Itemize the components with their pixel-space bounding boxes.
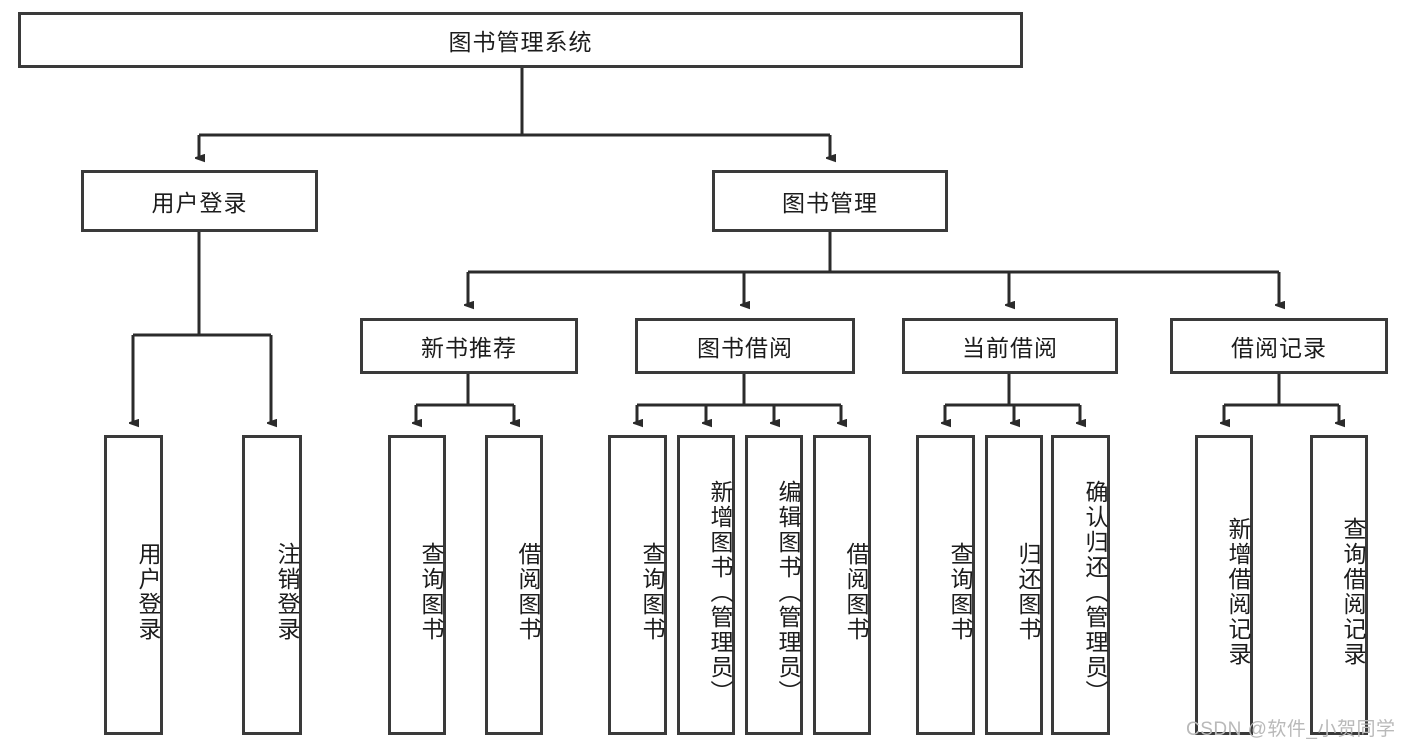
leaf-current-return-book[interactable]: 归还图书 <box>985 435 1043 735</box>
node-label: 注销登录 <box>274 542 300 642</box>
node-label: 新书推荐 <box>421 335 517 361</box>
leaf-recommend-borrow-book[interactable]: 借阅图书 <box>485 435 543 735</box>
node-label: 确认归还（管理员） <box>1082 479 1108 705</box>
node-label: 查询借阅记录 <box>1340 517 1366 667</box>
leaf-current-confirm-return-admin[interactable]: 确认归还（管理员） <box>1051 435 1110 735</box>
node-label: 图书借阅 <box>697 335 793 361</box>
node-label: 借阅图书 <box>515 542 541 642</box>
leaf-user-login-logout[interactable]: 注销登录 <box>242 435 302 735</box>
leaf-current-query-book[interactable]: 查询图书 <box>916 435 975 735</box>
leaf-record-query-record[interactable]: 查询借阅记录 <box>1310 435 1368 735</box>
node-label: 用户登录 <box>151 190 248 216</box>
node-label: 归还图书 <box>1015 542 1041 642</box>
node-label: 图书管理 <box>782 190 878 216</box>
node-borrow-record[interactable]: 借阅记录 <box>1170 318 1388 374</box>
leaf-borrow-query-book[interactable]: 查询图书 <box>608 435 667 735</box>
node-current-borrow[interactable]: 当前借阅 <box>902 318 1118 374</box>
node-label: 查询图书 <box>418 542 444 642</box>
node-book-borrow[interactable]: 图书借阅 <box>635 318 855 374</box>
node-label: 当前借阅 <box>962 335 1058 361</box>
leaf-record-add-record[interactable]: 新增借阅记录 <box>1195 435 1253 735</box>
node-label: 借阅记录 <box>1231 335 1327 361</box>
leaf-user-login-login[interactable]: 用户登录 <box>104 435 163 735</box>
node-user-login[interactable]: 用户登录 <box>81 170 318 232</box>
node-label: 查询图书 <box>639 542 665 642</box>
node-label: 图书管理系统 <box>448 29 593 55</box>
node-label: 新增图书（管理员） <box>707 479 733 705</box>
node-label: 编辑图书（管理员） <box>775 479 801 705</box>
node-label: 查询图书 <box>947 542 973 642</box>
node-label: 用户登录 <box>135 542 161 642</box>
node-label: 新增借阅记录 <box>1225 517 1251 667</box>
node-new-book-recommend[interactable]: 新书推荐 <box>360 318 578 374</box>
node-root-system[interactable]: 图书管理系统 <box>18 12 1023 68</box>
leaf-borrow-borrow-book[interactable]: 借阅图书 <box>813 435 871 735</box>
leaf-borrow-add-book-admin[interactable]: 新增图书（管理员） <box>677 435 735 735</box>
node-book-management[interactable]: 图书管理 <box>712 170 948 232</box>
leaf-borrow-edit-book-admin[interactable]: 编辑图书（管理员） <box>745 435 803 735</box>
watermark: CSDN @软件_小贺同学 <box>1186 719 1396 740</box>
leaf-recommend-query-book[interactable]: 查询图书 <box>388 435 446 735</box>
node-label: 借阅图书 <box>843 542 869 642</box>
